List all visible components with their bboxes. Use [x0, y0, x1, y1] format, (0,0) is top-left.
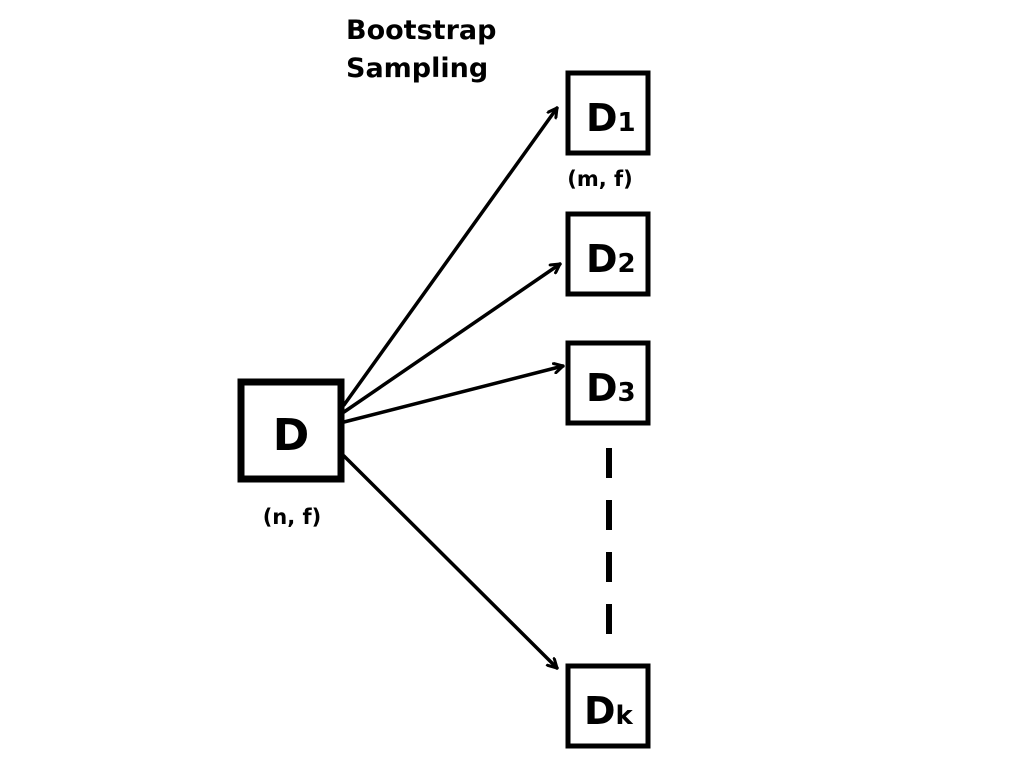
source-dataset-label: D	[273, 410, 310, 461]
sample-box-d3: D3	[565, 340, 651, 426]
sample-box-d1: D1	[565, 70, 651, 156]
arrow-to-dk	[342, 454, 559, 670]
sample-box-dk: Dk	[565, 663, 651, 749]
sample-label-dk: Dk	[584, 689, 634, 733]
source-dataset-dims: (n, f)	[263, 505, 322, 529]
sample-box-d2: D2	[565, 211, 651, 297]
arrow-to-d2	[342, 262, 562, 414]
sample-label-d2: D2	[586, 237, 636, 281]
title-line-1: Bootstrap	[346, 15, 496, 46]
sample-dims-d1: (m, f)	[567, 167, 633, 191]
source-dataset-box: D	[237, 378, 345, 483]
arrow-to-d3	[342, 366, 565, 424]
sample-label-d3: D3	[586, 366, 636, 410]
title-line-2: Sampling	[346, 53, 488, 84]
sample-label-d1: D1	[586, 96, 636, 140]
arrow-to-d1	[342, 106, 559, 407]
